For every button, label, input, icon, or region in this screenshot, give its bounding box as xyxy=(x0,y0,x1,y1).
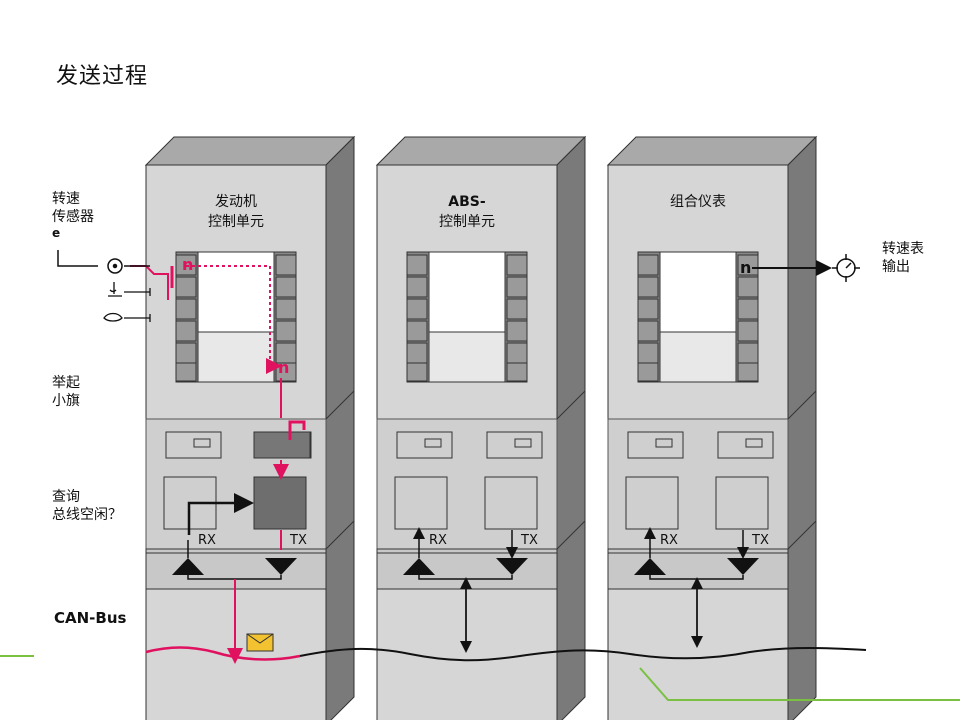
can-bus-wave-pink xyxy=(145,646,301,661)
cluster-title: 组合仪表 xyxy=(608,192,788,212)
engine-ecu-title-line1: 发动机 xyxy=(215,194,257,210)
engine-flag-mailbox xyxy=(253,431,311,459)
engine-ecu-title: 发动机 控制单元 xyxy=(146,192,326,232)
sensor-letter: e xyxy=(52,226,61,240)
msg-letter-engine-in: n xyxy=(182,255,194,274)
query-bus-line1: 查询 xyxy=(52,489,80,505)
message-envelope-icon xyxy=(246,633,274,652)
raised-flag-icon xyxy=(288,420,306,440)
cluster-title-line1: 组合仪表 xyxy=(670,194,726,210)
can-bus-wave xyxy=(299,647,867,662)
abs-rx-label: RX xyxy=(429,533,447,548)
raise-flag-line2: 小旗 xyxy=(52,393,80,409)
engine-tx-label: TX xyxy=(290,533,307,548)
abs-tx-label: TX xyxy=(521,533,538,548)
abs-ecu-title: ABS- 控制单元 xyxy=(377,192,557,232)
green-deco-right xyxy=(639,667,960,701)
oil-sensor-icon xyxy=(103,312,151,322)
abs-rxtx xyxy=(403,527,528,580)
raise-flag-label: 举起 小旗 xyxy=(52,374,80,410)
temperature-sensor-icon xyxy=(108,282,151,297)
engine-ecu-title-line2: 控制单元 xyxy=(208,214,264,230)
cluster-rx-label: RX xyxy=(660,533,678,548)
internal-data-path xyxy=(186,265,282,374)
abs-ecu-title-line1: ABS- xyxy=(448,194,486,210)
query-bus-label: 查询 总线空闲？ xyxy=(52,488,122,524)
tacho-output-line2: 输出 xyxy=(882,259,910,275)
msg-letter-engine-out: n xyxy=(278,358,290,377)
engine-rx-label: RX xyxy=(198,533,216,548)
speed-sensor-label-line1: 转速 xyxy=(52,191,80,207)
abs-ecu-title-line2: 控制单元 xyxy=(439,214,495,230)
cluster-tx-label: TX xyxy=(752,533,769,548)
can-bus-label: CAN-Bus xyxy=(54,609,127,627)
tacho-output-line1: 转速表 xyxy=(882,241,924,257)
speed-sensor-label: 转速 传感器 e xyxy=(52,190,94,240)
slide-title: 发送过程 xyxy=(56,64,149,89)
tacho-output-label: 转速表 输出 xyxy=(882,240,924,276)
raise-flag-line1: 举起 xyxy=(52,375,80,391)
engine-tx-buffer xyxy=(253,476,307,530)
tachometer-icon xyxy=(832,254,860,282)
query-bus-arrow xyxy=(187,493,254,535)
speed-sensor-label-line2: 传感器 xyxy=(52,209,94,225)
query-bus-line2: 总线空闲？ xyxy=(52,507,122,523)
cluster-panel xyxy=(607,136,817,720)
msg-letter-cluster: n xyxy=(740,258,752,277)
speed-sensor-icon xyxy=(107,258,123,274)
